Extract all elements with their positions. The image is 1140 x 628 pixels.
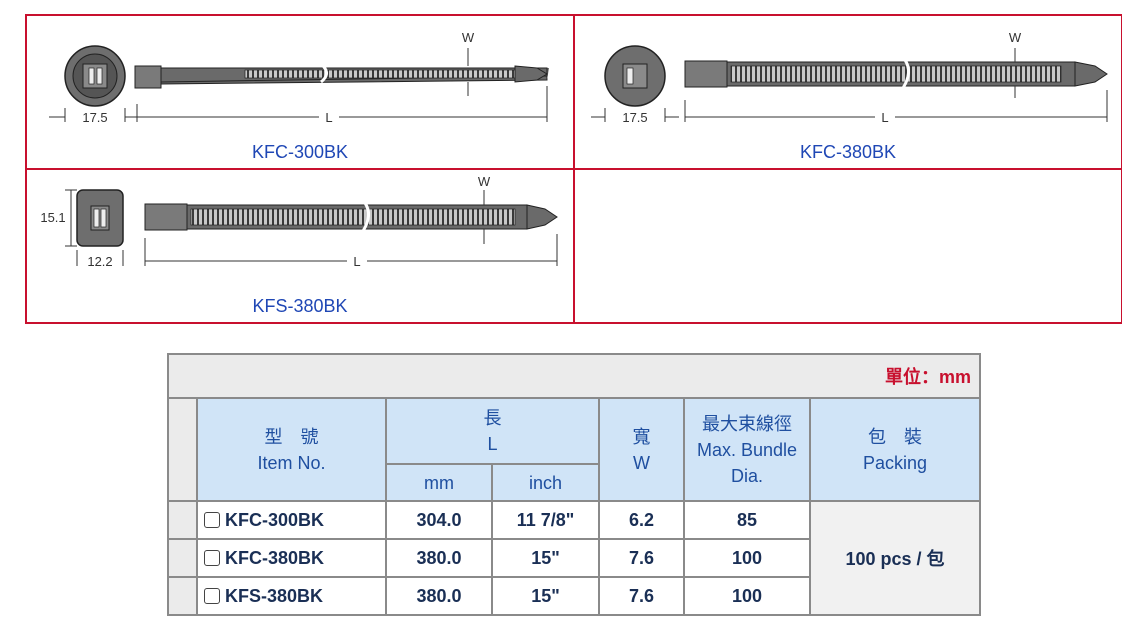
header-item-zh: 型 號 xyxy=(264,426,319,447)
header-length-zh: 長 xyxy=(483,408,502,428)
diagram-label-kfc-300bk: KFC-300BK xyxy=(251,142,349,162)
dia-label-kfc-300bk: 17.5 xyxy=(82,110,107,125)
bundle-dia-value: 85 xyxy=(684,501,810,539)
header-length-en: L xyxy=(487,434,498,454)
length-inch: 15" xyxy=(492,577,599,615)
header-width-en: W xyxy=(633,452,650,473)
row-gutter xyxy=(168,577,197,615)
l-label-kfc-300bk: L xyxy=(325,110,332,125)
length-mm: 380.0 xyxy=(386,539,492,577)
row-gutter xyxy=(168,539,197,577)
header-bundle-zh: 最大束線徑 xyxy=(702,413,792,434)
row-gutter xyxy=(168,501,197,539)
length-inch: 11 7/8" xyxy=(492,501,599,539)
l-label-kfc-380bk: L xyxy=(881,110,888,125)
select-checkbox[interactable] xyxy=(204,550,220,566)
w-label-kfc-300bk: W xyxy=(462,30,475,45)
diagram-empty-cell xyxy=(574,169,1122,323)
header-width-zh: 寬 xyxy=(632,426,651,447)
header-item-en: Item No. xyxy=(257,452,326,473)
dia-label-kfc-380bk: 17.5 xyxy=(622,110,647,125)
diagram-kfc-300bk: 17.5 W L KFC-300BK xyxy=(26,15,574,169)
width-label-kfs-380bk: 12.2 xyxy=(87,254,112,269)
header-inch: inch xyxy=(492,464,599,501)
w-label-kfc-380bk: W xyxy=(1009,30,1022,45)
header-bundle-dia: 最大束線徑 Max. Bundle Dia. xyxy=(684,398,810,501)
header-packing: 包 裝 Packing xyxy=(810,398,980,501)
select-checkbox[interactable] xyxy=(204,588,220,604)
header-length: 長 L xyxy=(386,398,599,464)
select-checkbox[interactable] xyxy=(204,512,220,528)
l-label-kfs-380bk: L xyxy=(353,254,360,269)
spec-table: 單位：mm 型 號 Item No. 長 L mm inch 寬 W 最大束線徑… xyxy=(167,353,981,616)
header-bundle-en1: Max. Bundle xyxy=(696,439,798,460)
length-mm: 380.0 xyxy=(386,577,492,615)
width-value: 7.6 xyxy=(599,539,684,577)
cable-tie-drawing-kfc-300bk: 17.5 W L xyxy=(49,30,549,125)
header-bundle-en2: Dia. xyxy=(730,465,763,486)
bundle-dia-value: 100 xyxy=(684,539,810,577)
header-item-no: 型 號 Item No. xyxy=(197,398,386,501)
length-inch: 15" xyxy=(492,539,599,577)
bundle-dia-value: 100 xyxy=(684,577,810,615)
cable-tie-drawing-kfc-380bk: 17.5 W L xyxy=(591,30,1108,125)
header-packing-zh: 包 裝 xyxy=(867,426,922,447)
header-width: 寬 W xyxy=(599,398,684,501)
w-label-kfs-380bk: W xyxy=(478,174,491,189)
width-value: 7.6 xyxy=(599,577,684,615)
model-name: KFC-380BK xyxy=(225,547,325,568)
product-diagram-grid: 17.5 W L KFC-300BK xyxy=(25,14,1122,324)
table-row-model[interactable]: KFC-300BK xyxy=(197,501,386,539)
diagram-label-kfs-380bk: KFS-380BK xyxy=(252,296,348,316)
height-label-kfs-380bk: 15.1 xyxy=(40,210,65,225)
model-name: KFC-300BK xyxy=(225,509,325,530)
model-name: KFS-380BK xyxy=(225,585,324,606)
length-mm: 304.0 xyxy=(386,501,492,539)
diagram-kfs-380bk: 15.1 12.2 W L KFS-380BK xyxy=(26,169,574,323)
diagram-label-kfc-380bk: KFC-380BK xyxy=(799,142,897,162)
width-value: 6.2 xyxy=(599,501,684,539)
table-row-model[interactable]: KFS-380BK xyxy=(197,577,386,615)
table-gutter xyxy=(168,398,197,501)
header-mm: mm xyxy=(386,464,492,501)
packing-value: 100 pcs / 包 xyxy=(810,501,980,615)
cable-tie-drawing-kfs-380bk: 15.1 12.2 W L xyxy=(40,174,558,269)
header-packing-en: Packing xyxy=(862,452,928,473)
table-row-model[interactable]: KFC-380BK xyxy=(197,539,386,577)
diagram-kfc-380bk: 17.5 W L KFC-380BK xyxy=(574,15,1122,169)
unit-label: 單位：mm xyxy=(168,354,980,398)
